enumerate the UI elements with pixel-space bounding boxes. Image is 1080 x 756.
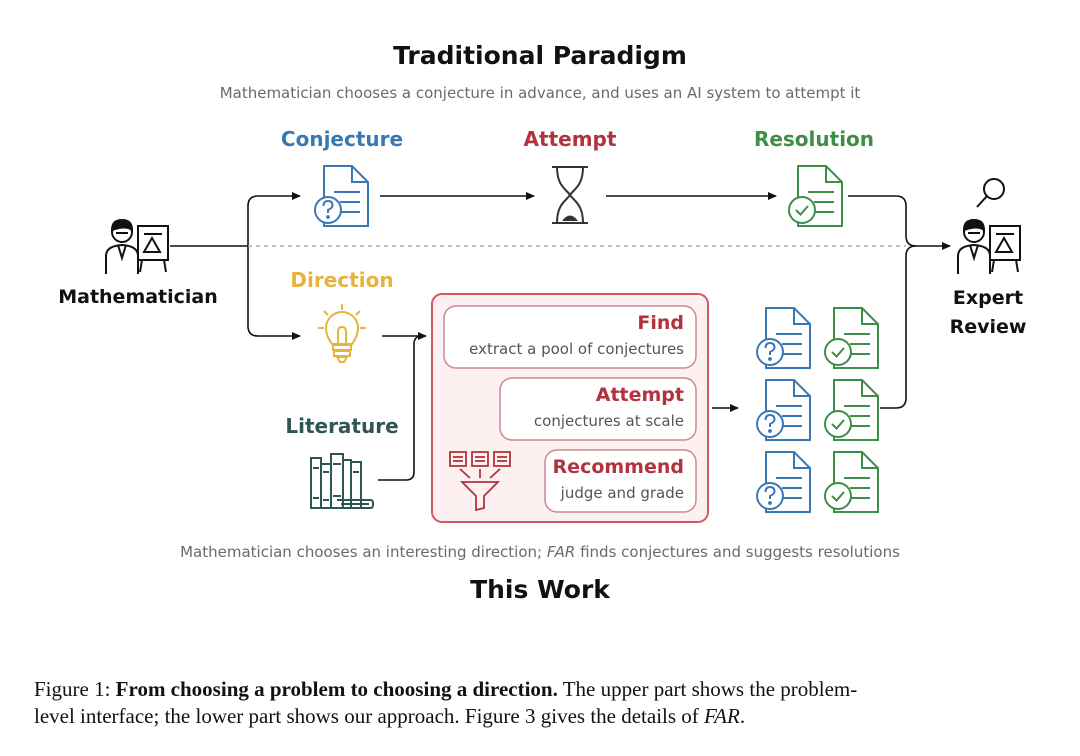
expert-review-label-line1: Expert (952, 287, 1024, 309)
result-check-document-icon (824, 451, 879, 513)
conjecture-label: Conjecture (280, 127, 404, 151)
lightbulb-icon (318, 304, 366, 363)
bottom-subtitle: Mathematician chooses an interesting dir… (0, 543, 1080, 561)
literature-label: Literature (285, 414, 399, 438)
magnifier-icon (976, 178, 1005, 208)
result-question-document-icon (756, 307, 811, 369)
caption-rest-line1: The upper part shows the problem- (562, 677, 858, 701)
result-question-document-icon (756, 379, 811, 441)
attempt-label: Attempt (523, 127, 617, 151)
expert-review-icon (957, 218, 1021, 274)
attempt-step-box (499, 377, 697, 441)
find-step-title: Find (637, 312, 684, 334)
find-step-box (443, 305, 697, 369)
caption-far: FAR (704, 704, 740, 728)
resolution-label: Resolution (753, 127, 875, 151)
hourglass-icon (552, 166, 588, 224)
recommend-step-title: Recommend (552, 456, 684, 478)
caption-period: . (739, 704, 746, 728)
bottom-subtitle-far: FAR (546, 543, 576, 561)
connector-arrows (170, 192, 951, 481)
direction-label: Direction (290, 268, 394, 292)
result-check-document-icon (824, 379, 879, 441)
mathematician-icon (105, 218, 169, 274)
figure-caption: Figure 1: From choosing a problem to cho… (34, 676, 857, 703)
caption-rest-line2: level interface; the lower part shows ou… (34, 704, 699, 728)
bottom-title: This Work (470, 575, 610, 604)
document-check-icon (788, 165, 843, 227)
mathematician-label: Mathematician (58, 286, 218, 308)
document-question-icon (314, 165, 369, 227)
figure-caption-line2: level interface; the lower part shows ou… (34, 703, 745, 730)
bottom-subtitle-post: finds conjectures and suggests resolutio… (580, 543, 900, 561)
expert-review-label-line2: Review (949, 316, 1027, 338)
recommend-step-box (544, 449, 697, 513)
attempt-step-title: Attempt (595, 384, 684, 406)
result-check-document-icon (824, 307, 879, 369)
bottom-subtitle-pre: Mathematician chooses an interesting dir… (180, 543, 543, 561)
find-step-desc: extract a pool of conjectures (469, 340, 684, 358)
top-subtitle: Mathematician chooses a conjecture in ad… (219, 84, 861, 102)
top-title: Traditional Paradigm (393, 41, 687, 70)
attempt-step-desc: conjectures at scale (533, 412, 684, 430)
result-question-document-icon (756, 451, 811, 513)
books-icon (310, 453, 375, 509)
funnel-icon (449, 451, 511, 512)
caption-bold: From choosing a problem to choosing a di… (115, 677, 558, 701)
caption-prefix: Figure 1: (34, 677, 111, 701)
recommend-step-desc: judge and grade (560, 484, 684, 502)
